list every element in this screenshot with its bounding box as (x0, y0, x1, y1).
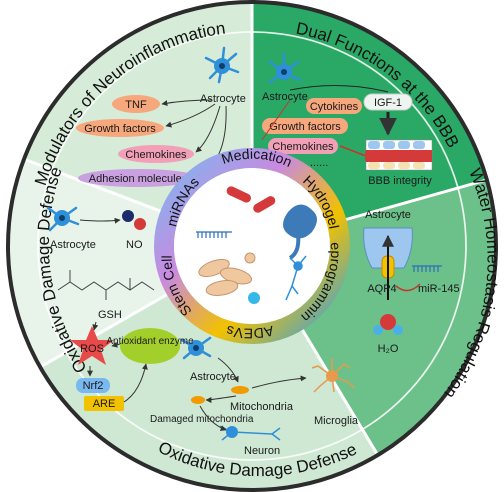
bbb-integrity-label: BBB integrity (368, 175, 432, 187)
antioxidant-enzyme-label: Antioxidant enzyme (106, 336, 194, 347)
tnf-label: TNF (125, 99, 147, 111)
center-ring (154, 148, 350, 344)
nrf2-label: Nrf2 (83, 380, 104, 392)
chemokines-pill (118, 145, 194, 163)
reprogrammed-neuron-icon (285, 255, 307, 301)
bbb-growth-factors-label: Growth factors (269, 121, 341, 133)
adhesion-molecules-label: Adhesion molecules (89, 173, 188, 185)
nrf2-pill (76, 378, 110, 393)
mirna-strand-icon (196, 231, 232, 238)
adhesion-molecules-pill (78, 169, 198, 187)
bbb-astrocyte-label: Astrocyte (262, 91, 308, 103)
adev-vesicle-icon (248, 292, 260, 304)
no-label: NO (126, 239, 143, 251)
pill-capsules-icon (226, 186, 276, 213)
left-astrocyte-icon (46, 206, 80, 232)
are-box (84, 396, 124, 411)
hydrogel-blob-icon (283, 204, 317, 260)
oxidative-bottom-content: Astrocyte Mitochondria Damaged mitochond… (150, 336, 359, 457)
ringed-cell-icon (244, 252, 256, 264)
mir145-label: miR-145 (418, 283, 460, 295)
bbb-integrity-graphic (365, 139, 433, 171)
left-astrocyte-label: Astrocyte (50, 239, 96, 251)
bbb-ellipsis: ...... (310, 157, 328, 169)
microglia-icon (311, 358, 355, 393)
aqp4-label: AQP4 (367, 283, 396, 295)
igf1-pill (363, 93, 413, 111)
chemokines-label: Chemokines (125, 149, 187, 161)
gsh-label: GSH (98, 309, 122, 321)
tnf-pill (112, 95, 160, 113)
neuron-label: Neuron (244, 445, 280, 457)
antioxidant-enzyme-ellipse (120, 328, 180, 364)
mir145-icon (412, 265, 442, 272)
growth-factors-label: Growth factors (84, 123, 156, 135)
ros-label: ROS (80, 343, 104, 355)
sector-oxidative-bottom (8, 246, 400, 490)
bbb-chemokines-label: Chemokines (272, 141, 334, 153)
outer-border (6, 0, 498, 492)
gsh-structure-icon (57, 270, 155, 300)
no-molecule-icon (122, 210, 146, 230)
water-content: Astrocyte AQP4 miR-145 H₂O (363, 209, 460, 355)
are-label: ARE (93, 398, 116, 410)
astrocyte-icon (204, 46, 240, 84)
oxidative-left-content: Astrocyte NO GSH ROS Antioxidant enzyme … (46, 206, 194, 411)
bottom-astrocyte-label: Astrocyte (190, 371, 236, 383)
bbb-growth-factors-pill (262, 118, 348, 134)
neuro-astrocyte-label: Astrocyte (200, 93, 246, 105)
sector-oxidative-left (8, 150, 252, 390)
damaged-mito-label: Damaged mitochondria (150, 414, 254, 425)
igf1-label: IGF-1 (374, 97, 402, 109)
ros-star (70, 326, 114, 365)
mito-icon (231, 386, 249, 394)
bbb-content: Astrocyte IGF-1 Cytokines Growth factors… (261, 52, 433, 187)
h2o-label: H₂O (378, 343, 399, 355)
water-molecule-icon (373, 314, 403, 335)
ring-adevs: ADEVs (225, 323, 276, 342)
mitochondria-label: Mitochondria (230, 401, 294, 413)
bottom-astrocyte-icon (180, 336, 212, 360)
growth-factors-pill (76, 119, 164, 137)
damaged-mito-icon (191, 396, 205, 404)
cytokines-pill (306, 98, 362, 114)
water-astrocyte-label: Astrocyte (365, 209, 411, 221)
center-illustrations (196, 186, 317, 304)
neuro-content: Astrocyte TNF Growth factors Chemokines … (76, 46, 246, 187)
stem-cells-icon (198, 258, 253, 296)
bbb-chemokines-pill (268, 138, 338, 154)
cytokines-label: Cytokines (310, 101, 359, 113)
bbb-astrocyte-icon (268, 52, 302, 84)
neuron-icon (219, 425, 281, 441)
microglia-label: Microglia (314, 415, 359, 427)
